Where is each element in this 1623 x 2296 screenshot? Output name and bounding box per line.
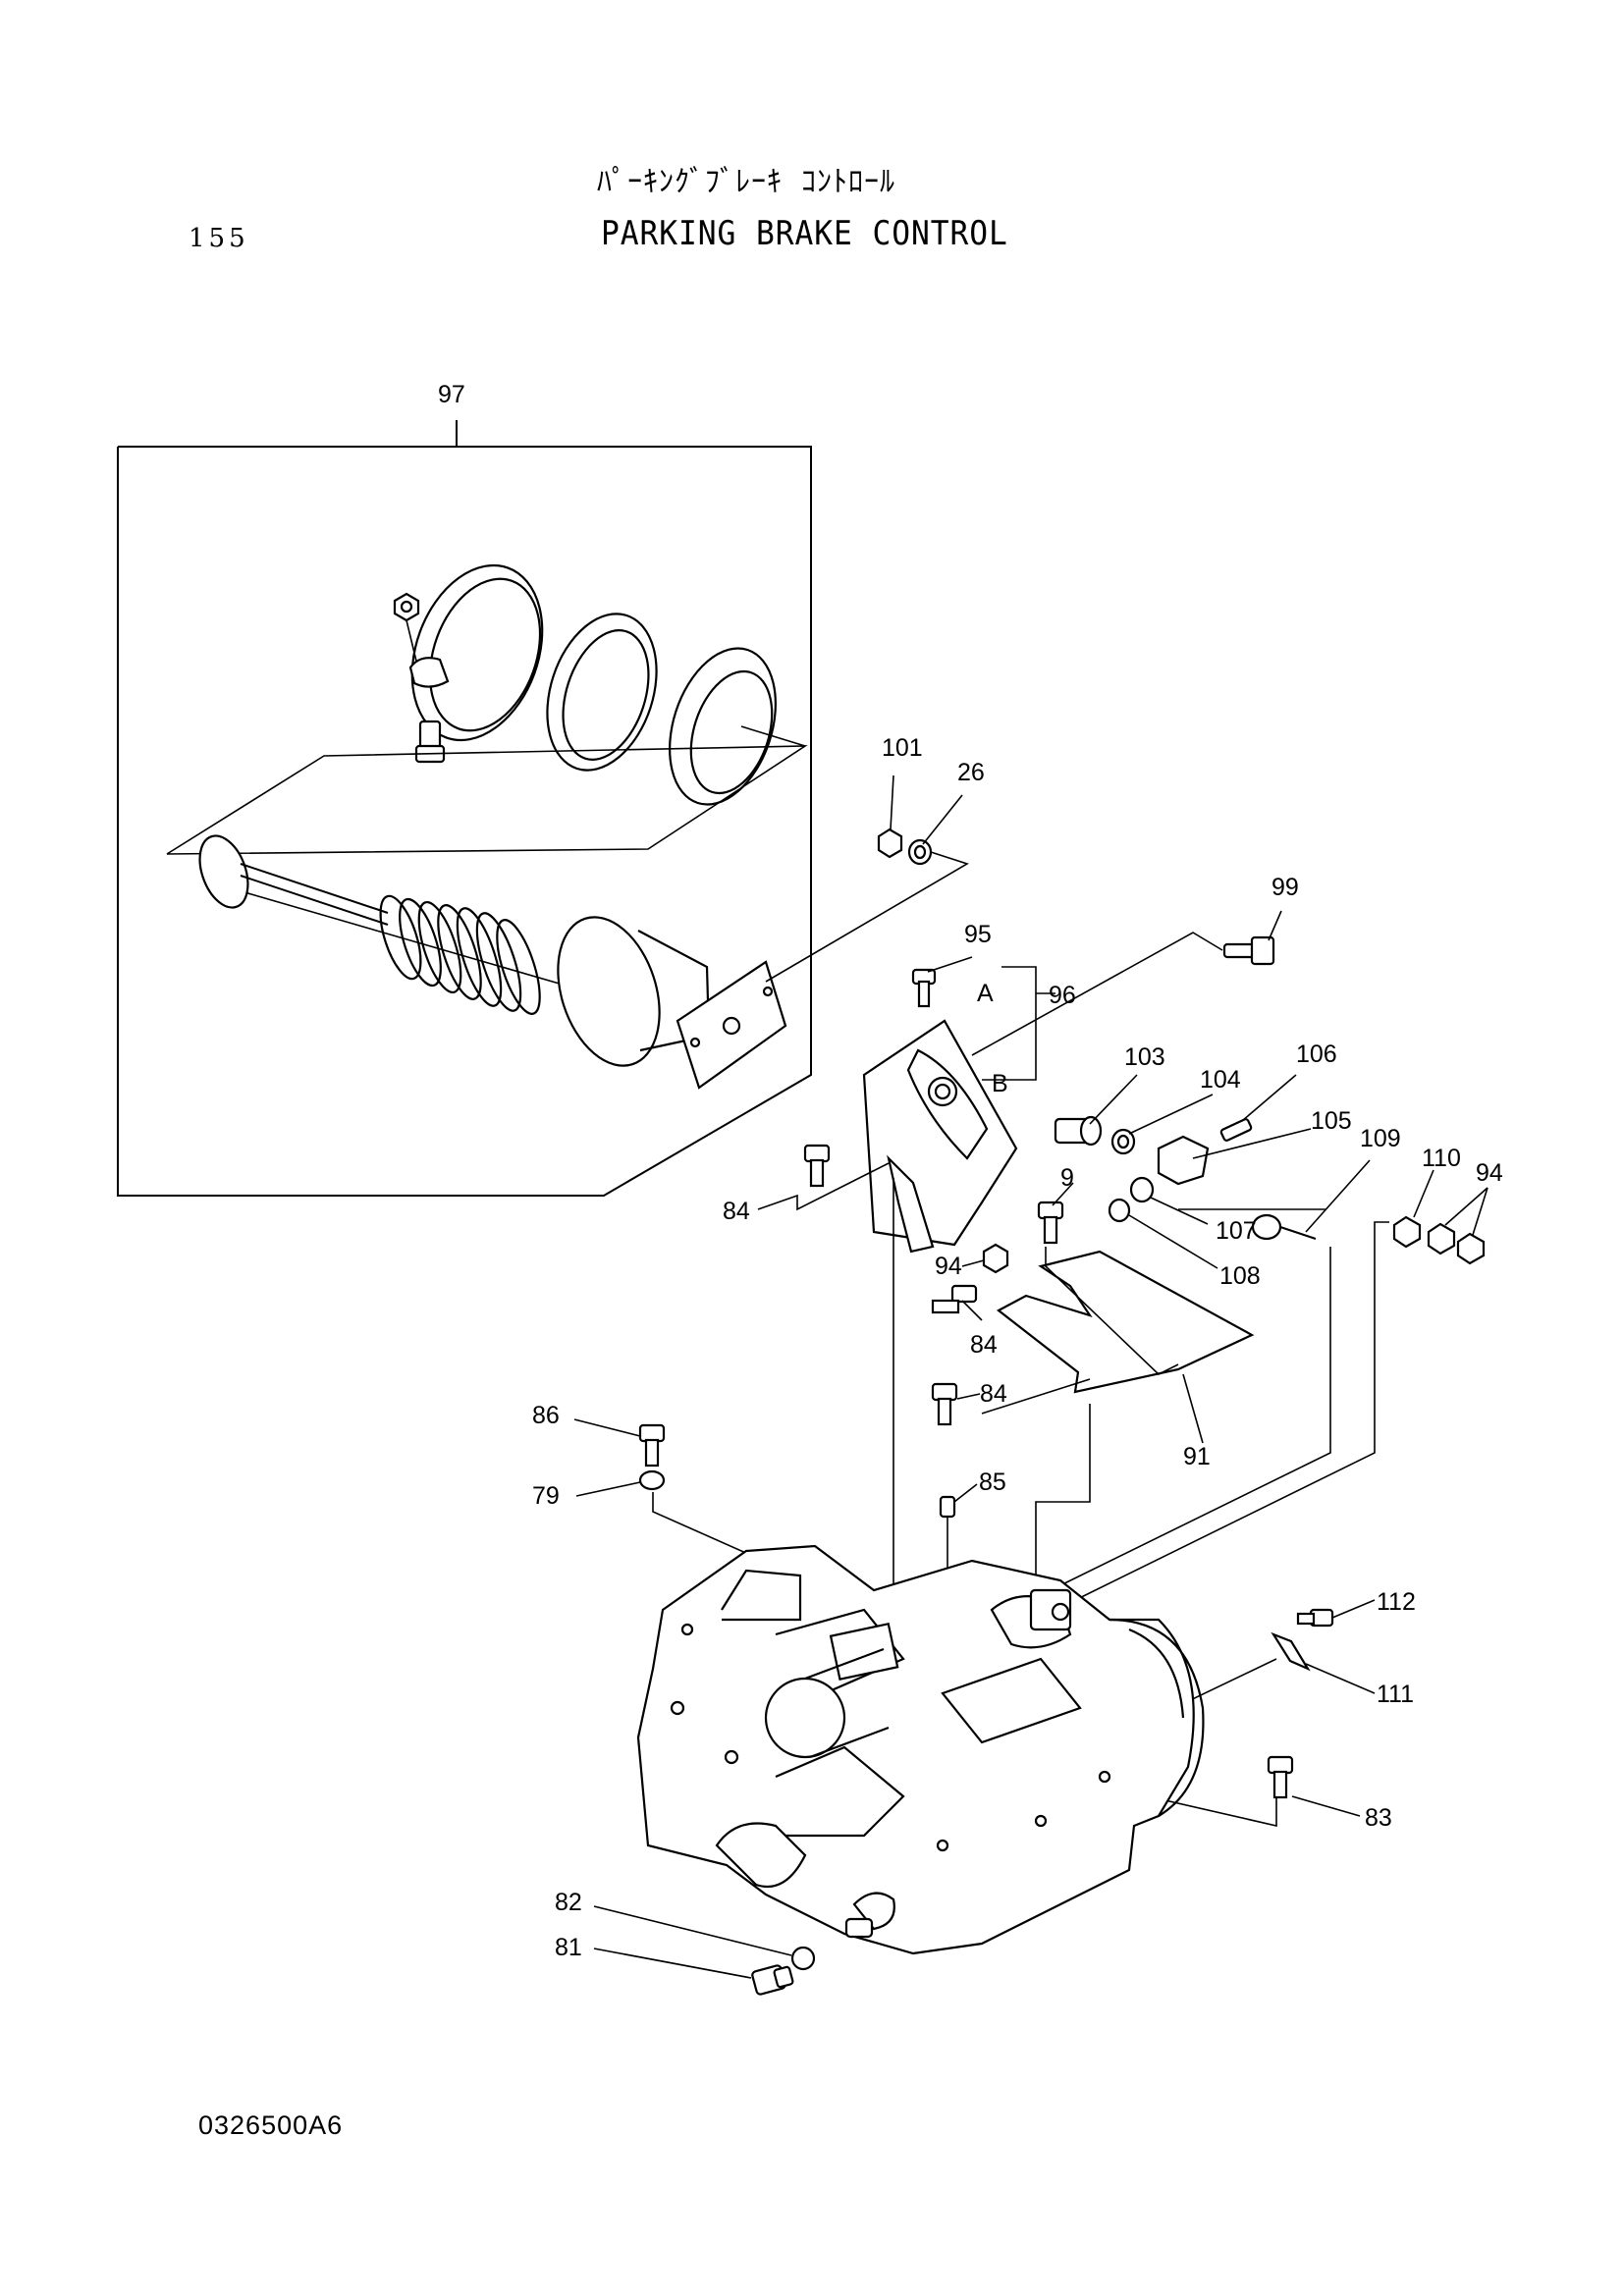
pin-109 xyxy=(1251,1213,1317,1241)
page-title: PARKING BRAKE CONTROL xyxy=(601,214,1008,253)
callout-82: 82 xyxy=(555,1889,582,1916)
nut-94-lower xyxy=(982,1243,1009,1274)
callout-79: 79 xyxy=(532,1482,560,1510)
page-number: 155 xyxy=(189,224,249,253)
callout-103: 103 xyxy=(1124,1043,1165,1071)
plug-81 xyxy=(751,1964,794,1996)
callout-108: 108 xyxy=(1219,1262,1261,1290)
callout-91: 91 xyxy=(1183,1443,1211,1470)
drawing-code: 0326500A6 xyxy=(198,2110,344,2140)
bolt-83 xyxy=(1267,1755,1294,1799)
callout-106: 106 xyxy=(1296,1041,1337,1068)
callout-85: 85 xyxy=(979,1468,1006,1496)
washer-107-108 xyxy=(1108,1176,1155,1223)
callout-94-right: 94 xyxy=(1476,1159,1503,1187)
assembly-97-box xyxy=(117,420,812,1197)
callout-105: 105 xyxy=(1311,1107,1352,1135)
callout-94-lower: 94 xyxy=(935,1253,962,1280)
bolt-95 xyxy=(911,968,937,1008)
callout-97: 97 xyxy=(438,381,465,408)
callout-96: 96 xyxy=(1049,982,1076,1009)
nut-101-washer-26 xyxy=(765,828,969,983)
nuts-110-94 xyxy=(1392,1215,1486,1265)
callout-labels: 97 101 26 99 95 A 96 B 103 104 106 105 1… xyxy=(438,381,1503,1961)
washer-104 xyxy=(1110,1128,1136,1155)
bolt-84-lower xyxy=(931,1382,958,1426)
bolt-106 xyxy=(1219,1118,1253,1142)
callout-104: 104 xyxy=(1200,1066,1241,1094)
callout-9: 9 xyxy=(1060,1164,1074,1192)
callout-84-upper: 84 xyxy=(723,1198,750,1225)
clevis-105 xyxy=(1157,1135,1210,1186)
o-ring-82 xyxy=(790,1946,816,1971)
callout-99: 99 xyxy=(1271,874,1299,901)
page-title-japanese: ﾊﾟｰｷﾝｸﾞﾌﾞﾚｰｷ ｺﾝﾄﾛｰﾙ xyxy=(597,165,896,199)
leader-lines xyxy=(573,774,1488,1979)
bolt-99 xyxy=(971,932,1275,1056)
bolt-86 xyxy=(638,1423,666,1468)
callout-109: 109 xyxy=(1360,1125,1401,1152)
callout-111: 111 xyxy=(1377,1681,1414,1708)
callout-26: 26 xyxy=(957,759,985,786)
spring-piston xyxy=(198,834,541,1015)
callout-81: 81 xyxy=(555,1934,582,1961)
callout-107: 107 xyxy=(1216,1217,1257,1245)
bushing-103 xyxy=(1054,1115,1103,1147)
brake-cylinder xyxy=(557,916,787,1090)
callout-110: 110 xyxy=(1422,1145,1461,1172)
plate-111 xyxy=(1271,1631,1311,1672)
bracket-plate xyxy=(862,1019,1018,1254)
callout-83: 83 xyxy=(1365,1804,1392,1832)
callout-84-lower: 84 xyxy=(980,1380,1007,1408)
pin-85 xyxy=(939,1495,956,1519)
brake-ring-parts xyxy=(393,563,806,806)
callout-101: 101 xyxy=(882,734,923,762)
washer-79 xyxy=(638,1469,666,1491)
plate-91 xyxy=(996,1250,1255,1394)
bolt-9 xyxy=(1037,1201,1064,1245)
callout-95: 95 xyxy=(964,921,992,948)
bolt-112 xyxy=(1296,1608,1334,1628)
bolt-84-upper xyxy=(803,1144,831,1188)
callout-a: A xyxy=(977,980,994,1007)
callout-86: 86 xyxy=(532,1402,560,1429)
callout-b: B xyxy=(992,1070,1008,1097)
transmission-housing xyxy=(636,1544,1205,1955)
callout-84-middle: 84 xyxy=(970,1331,998,1359)
callout-112: 112 xyxy=(1377,1588,1416,1616)
